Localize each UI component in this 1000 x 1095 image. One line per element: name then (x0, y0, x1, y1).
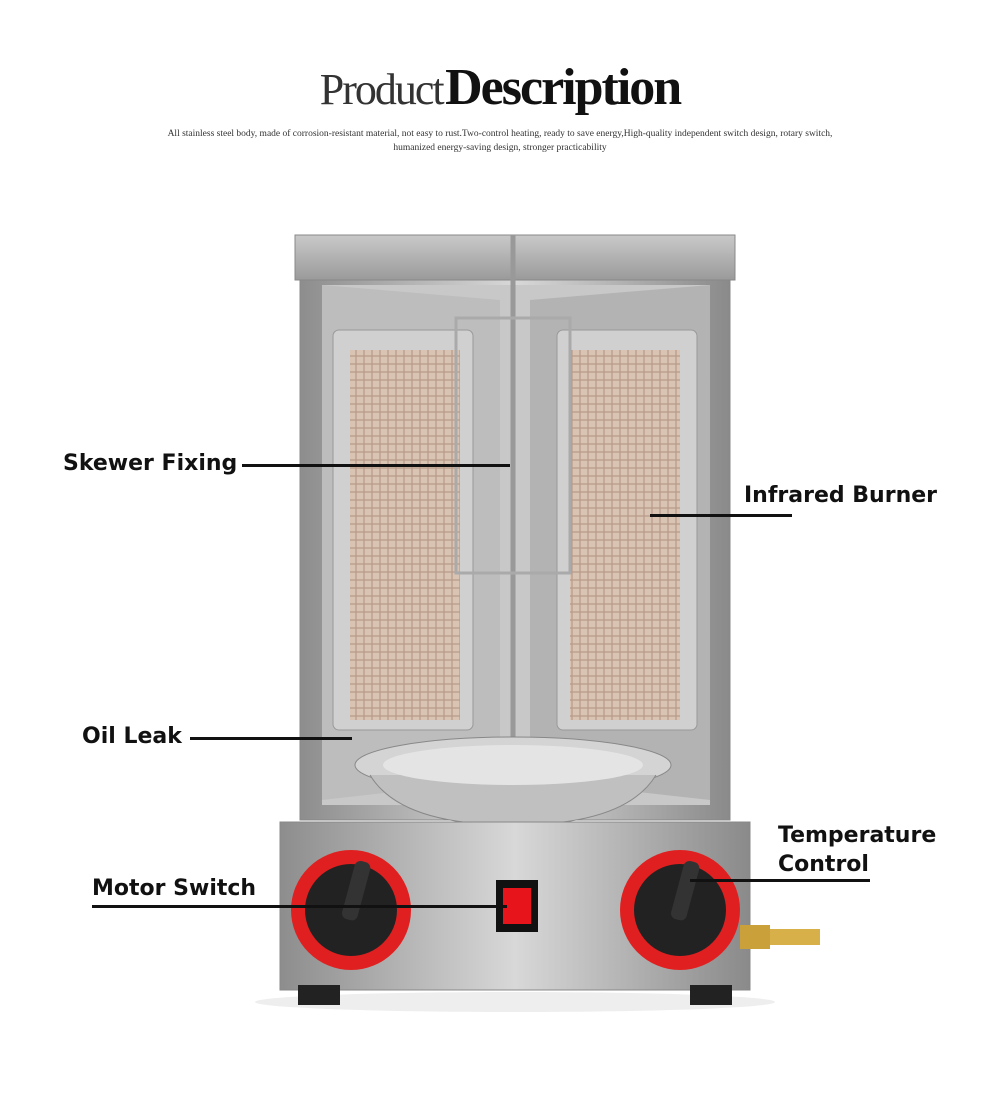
foot (298, 985, 340, 1005)
callout-control: Control (778, 852, 869, 877)
callout-line (690, 879, 870, 882)
callout-skewer-fixing: Skewer Fixing (63, 451, 238, 476)
foot (690, 985, 732, 1005)
title-light: Product (319, 65, 445, 114)
right-knob (620, 850, 740, 970)
subtitle: All stainless steel body, made of corros… (167, 129, 833, 153)
callout-line (242, 464, 510, 467)
floor-shadow (255, 992, 775, 1012)
callout-line (650, 514, 792, 517)
left-knob (291, 850, 411, 970)
oil-tray (354, 736, 672, 826)
callout-temperature: Temperature (778, 823, 937, 848)
gas-fitting (740, 925, 820, 949)
callout-line (190, 737, 352, 740)
left-burner (332, 329, 474, 731)
callout-oil-leak: Oil Leak (82, 724, 182, 749)
motor-switch (496, 880, 538, 932)
callout-infrared-burner: Infrared Burner (744, 483, 938, 508)
skewer (454, 235, 572, 770)
callout-line (92, 905, 507, 908)
callout-motor-switch: Motor Switch (92, 876, 257, 901)
page-title: Product Description (0, 58, 1000, 117)
right-burner (556, 329, 698, 731)
title-bold: Description (445, 59, 682, 116)
